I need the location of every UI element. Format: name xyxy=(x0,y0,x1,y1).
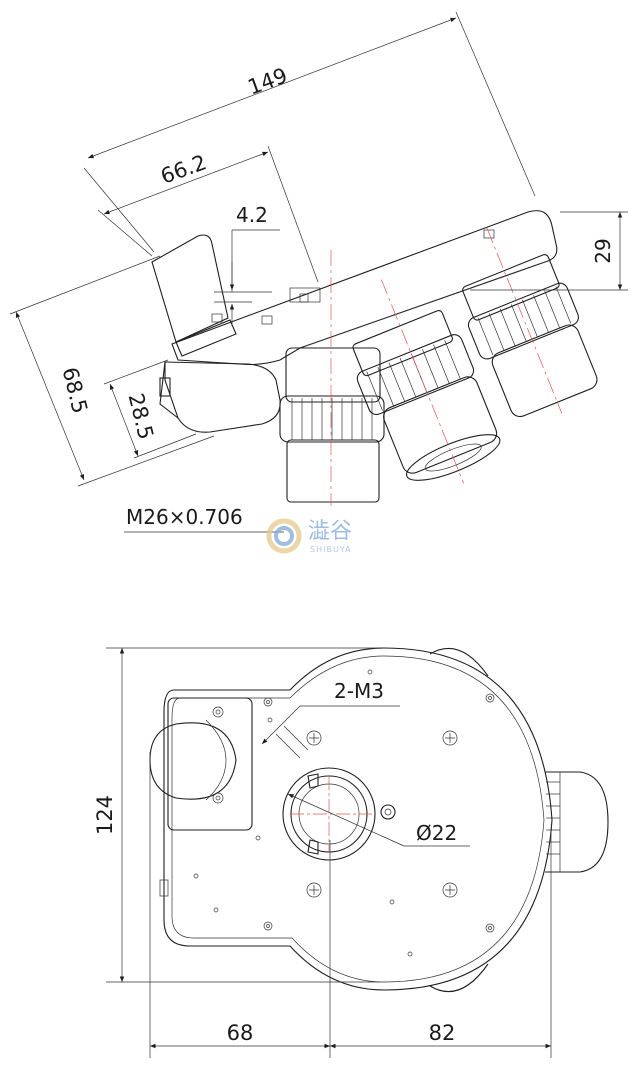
top-view-housing xyxy=(163,647,553,991)
dim-66-2-label: 66.2 xyxy=(158,150,210,189)
dim-29-label: 29 xyxy=(591,238,615,263)
side-view-body xyxy=(151,210,558,433)
focus-knob xyxy=(149,719,237,801)
dim-68-label: 68 xyxy=(227,1021,254,1045)
dim-124: 124 xyxy=(93,647,380,983)
small-holes xyxy=(159,669,495,957)
callout-2-m3: 2-M3 xyxy=(261,679,400,759)
eyepiece-tube-1 xyxy=(352,279,501,484)
dim-82: 82 xyxy=(330,830,552,1058)
brand-watermark-en: SHIBUYA xyxy=(310,545,352,554)
dim-28-5: 28.5 xyxy=(103,359,197,459)
callout-2-m3-label: 2-M3 xyxy=(334,679,384,703)
dim-68-5: 68.5 xyxy=(9,255,215,487)
dim-149-label: 149 xyxy=(245,63,291,99)
objective-barrel xyxy=(279,250,385,506)
dim-4-2: 4.2 xyxy=(214,203,280,326)
top-view: 2-M3 Ø22 124 68 82 xyxy=(93,647,609,1058)
mounting-plate xyxy=(167,697,253,831)
dim-68: 68 xyxy=(149,752,331,1058)
dim-29: 29 xyxy=(470,211,628,291)
top-view-eyepiece xyxy=(545,771,609,873)
dim-68-5-label: 68.5 xyxy=(57,365,92,416)
dim-66-2: 66.2 xyxy=(97,145,319,283)
dim-28-5-label: 28.5 xyxy=(123,391,158,442)
eyepiece-tube-2 xyxy=(462,227,598,418)
bottom-bump xyxy=(429,963,489,993)
thread-callout: M26×0.706 xyxy=(124,505,284,533)
callout-diameter-22: Ø22 xyxy=(287,793,470,847)
dim-149: 149 xyxy=(83,11,536,253)
cross-screws xyxy=(306,730,458,898)
dim-82-label: 82 xyxy=(429,1021,456,1045)
dim-4-2-label: 4.2 xyxy=(236,203,268,227)
top-bump xyxy=(429,647,489,677)
side-view: 149 66.2 4.2 29 xyxy=(9,11,628,533)
callout-diameter-22-label: Ø22 xyxy=(416,821,457,845)
brand-watermark-cn: 澁谷 xyxy=(308,519,352,544)
brand-watermark: 澁谷 SHIBUYA xyxy=(266,518,352,554)
thread-callout-label: M26×0.706 xyxy=(126,505,243,529)
dim-124-label: 124 xyxy=(93,795,117,835)
